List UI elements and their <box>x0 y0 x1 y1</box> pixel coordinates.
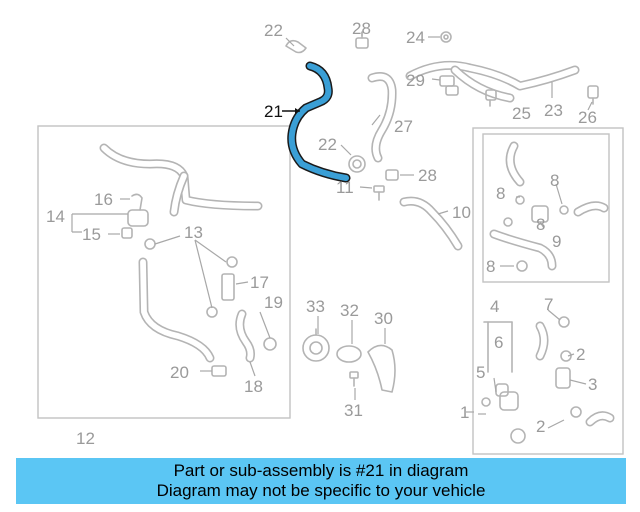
callout-5: 5 <box>476 363 485 382</box>
info-banner: Part or sub-assembly is #21 in diagram D… <box>16 458 626 504</box>
callout-13: 13 <box>184 223 203 242</box>
callout-21-highlighted: 21 <box>264 102 283 121</box>
group-box-9 <box>482 133 610 283</box>
callout-2-b: 2 <box>536 417 545 436</box>
part-8-clamps <box>503 195 569 272</box>
banner-line-1: Part or sub-assembly is #21 in diagram <box>173 461 469 480</box>
callout-29: 29 <box>406 71 425 90</box>
clamp-24 <box>440 31 452 43</box>
callout-26: 26 <box>578 108 597 127</box>
part-lower-hose-left <box>138 257 215 363</box>
callout-4: 4 <box>490 297 499 316</box>
part-16-clamp <box>131 193 143 211</box>
callout-23: 23 <box>544 101 563 120</box>
callout-30: 30 <box>374 309 393 328</box>
fitting-26 <box>587 85 599 105</box>
callout-21-arrowhead <box>295 108 300 114</box>
part-30-thermostat-housing <box>367 344 396 393</box>
callout-25: 25 <box>512 104 531 123</box>
part-upper-hose-left <box>99 143 263 217</box>
fitting-25 <box>485 89 497 107</box>
clamp-22-top <box>285 39 307 54</box>
callout-11: 11 <box>336 178 354 197</box>
callout-8-d: 8 <box>486 257 495 276</box>
callout-22-mid: 22 <box>318 135 337 154</box>
callout-8-a: 8 <box>496 184 505 203</box>
part-hose-box9-top <box>505 141 525 187</box>
callout-16: 16 <box>94 190 113 209</box>
part-13-clamps <box>144 238 238 318</box>
callout-6: 6 <box>494 333 503 352</box>
callout-15: 15 <box>82 225 101 244</box>
part-10-hose <box>399 196 463 251</box>
callout-8-c: 8 <box>536 215 545 234</box>
callout-28-top: 28 <box>352 19 371 38</box>
callout-19: 19 <box>264 293 283 312</box>
part-18-hose <box>235 309 255 363</box>
fitting-29 <box>439 75 459 96</box>
part-31-bolt <box>349 371 359 387</box>
part-17-connector <box>221 273 235 301</box>
part-19-clamp <box>263 337 277 351</box>
leader-lines <box>71 32 593 429</box>
callout-8-b: 8 <box>550 171 559 190</box>
callout-20: 20 <box>170 363 189 382</box>
part-15-fitting <box>121 227 133 239</box>
part-27-hose <box>367 72 397 163</box>
callout-labels: 22 28 24 29 27 22 28 11 10 25 23 26 21 1… <box>46 19 597 448</box>
callout-27: 27 <box>394 117 413 136</box>
part-21-coolant-hose-highlighted <box>287 61 351 183</box>
callout-22-top: 22 <box>264 21 283 40</box>
bolt-11 <box>373 185 385 201</box>
group-box-12 <box>37 125 291 419</box>
part-23-pipe <box>405 60 580 103</box>
callout-9: 9 <box>552 232 561 251</box>
callout-7: 7 <box>544 295 553 314</box>
clamp-22-mid <box>348 155 366 173</box>
banner-line-2: Diagram may not be specific to your vehi… <box>156 481 486 500</box>
callout-14: 14 <box>46 207 65 226</box>
callout-2-a: 2 <box>576 345 585 364</box>
part-33-housing <box>302 328 330 362</box>
fitting-28-mid <box>385 169 399 181</box>
group-box-1 <box>472 127 624 455</box>
callout-31: 31 <box>344 401 363 420</box>
part-20-fitting <box>211 365 227 377</box>
part-14-fitting <box>127 209 149 227</box>
part-32-oring <box>336 345 362 363</box>
callout-24: 24 <box>406 28 425 47</box>
callout-33: 33 <box>306 297 325 316</box>
callout-1: 1 <box>460 403 469 422</box>
callout-10: 10 <box>452 203 471 222</box>
part-9-tee <box>489 201 609 271</box>
part-lower-right-hoses <box>510 316 615 444</box>
callout-17: 17 <box>250 273 269 292</box>
callout-32: 32 <box>340 301 359 320</box>
callout-18: 18 <box>244 377 263 396</box>
callout-28-mid: 28 <box>418 166 437 185</box>
callout-3: 3 <box>588 375 597 394</box>
callout-12: 12 <box>76 429 95 448</box>
